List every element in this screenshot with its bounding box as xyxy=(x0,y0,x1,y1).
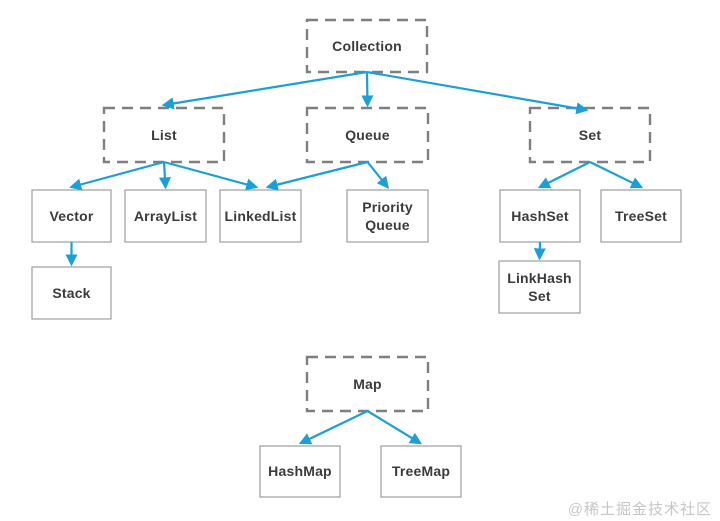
node-box-linkedlist xyxy=(219,189,302,243)
edge-collection-list xyxy=(161,70,368,110)
edge-list-vector xyxy=(69,160,165,191)
node-box-map xyxy=(305,355,430,413)
node-set: Set xyxy=(578,126,602,143)
node-box-stack xyxy=(31,266,112,320)
edge-set-treeset xyxy=(589,161,644,189)
node-linkhashset: LinkHash Set xyxy=(507,269,572,304)
node-treeset: TreeSet xyxy=(615,207,667,224)
node-treemap: TreeMap xyxy=(391,463,451,480)
node-box-hashmap xyxy=(259,445,341,498)
edge-list-arraylist xyxy=(158,161,171,190)
edge-queue-linkedlist xyxy=(265,160,368,191)
node-box-set xyxy=(528,106,652,164)
edge-map-hashmap xyxy=(298,410,368,445)
node-hashmap: HashMap xyxy=(268,463,332,480)
edge-hashset-linkhashset xyxy=(533,241,546,261)
node-box-priorityqueue xyxy=(346,189,429,243)
node-box-hashset xyxy=(499,189,581,243)
node-box-list xyxy=(102,106,226,164)
edge-collection-queue xyxy=(361,71,374,108)
node-hashset: HashSet xyxy=(511,207,569,224)
edge-queue-priorityqueue xyxy=(366,161,390,189)
node-boxes xyxy=(31,18,682,498)
edge-list-linkedlist xyxy=(163,160,259,191)
node-map: Map xyxy=(353,375,382,392)
node-box-linkhashset xyxy=(498,260,581,314)
edge-map-treemap xyxy=(366,410,423,445)
node-list: List xyxy=(151,126,177,143)
edge-set-hashset xyxy=(537,161,591,189)
node-box-collection xyxy=(305,18,429,74)
node-stack: Stack xyxy=(52,284,91,301)
watermark: @稀土掘金技术社区 xyxy=(567,501,712,518)
node-box-queue xyxy=(305,106,430,164)
node-box-treeset xyxy=(600,189,682,243)
node-priorityqueue: Priority Queue xyxy=(362,198,413,233)
edge-lines xyxy=(65,70,644,445)
node-box-treemap xyxy=(380,445,462,498)
node-linkedlist: LinkedList xyxy=(224,207,297,224)
edge-collection-set xyxy=(366,70,589,115)
node-arraylist: ArrayList xyxy=(133,207,198,224)
node-collection: Collection xyxy=(332,37,402,54)
node-box-vector xyxy=(31,189,112,243)
node-box-arraylist xyxy=(124,189,207,243)
node-vector: Vector xyxy=(49,207,94,224)
node-queue: Queue xyxy=(345,126,390,143)
